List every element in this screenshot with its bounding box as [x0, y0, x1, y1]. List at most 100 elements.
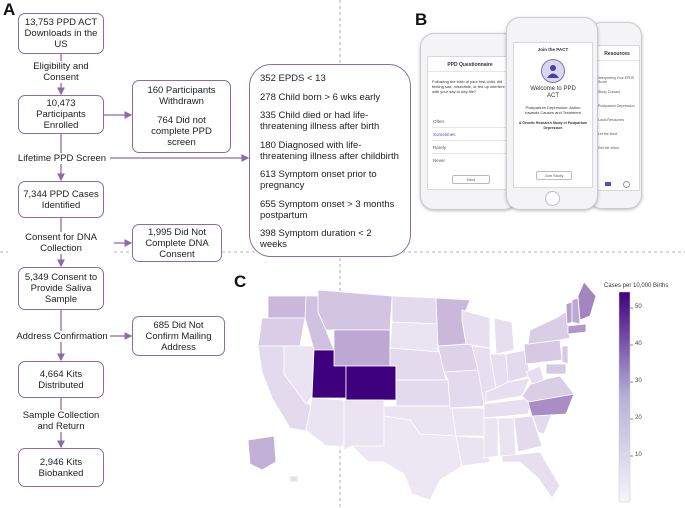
next-button[interactable]: Next: [452, 175, 490, 184]
legend-tick: 10: [635, 452, 642, 458]
state-md: [545, 363, 567, 375]
questionnaire-question: Following the birth of your first child,…: [432, 79, 505, 94]
resource-item[interactable]: Study Contact: [598, 90, 620, 94]
legend-tick: 20: [635, 415, 642, 421]
divider: [432, 127, 510, 128]
home-button[interactable]: [545, 191, 560, 206]
exclusion-criteria-box: 352 EPDS < 13 278 Child born > 6 wks ear…: [249, 64, 411, 257]
step-eligibility: Eligibility and Consent: [22, 61, 100, 83]
flow-box-downloads: 13,753 PPD ACT Downloads in the US: [18, 13, 104, 54]
phone-left-screen: PPD Questionnaire Following the birth of…: [427, 56, 513, 190]
resource-item[interactable]: Interpreting Your EPDS Score: [598, 76, 635, 84]
legend-colorbar: [618, 291, 633, 503]
panel-label-c: C: [234, 272, 247, 291]
exclusion-item: 180 Diagnosed with life-threatening illn…: [260, 139, 399, 162]
legend-tick: 50: [635, 304, 642, 310]
side-box-dna: 1,995 Did Not Complete DNA Consent: [132, 224, 222, 262]
resource-item[interactable]: Local Resources: [598, 118, 625, 122]
join-pact-header: Join the PACT: [537, 47, 569, 52]
incomplete-screen-count: 764 Did not complete PPD screen: [151, 115, 212, 148]
answer-option[interactable]: Never: [433, 158, 446, 163]
answer-option[interactable]: Often: [433, 119, 445, 124]
resources-header: Resources: [604, 51, 630, 57]
study-description: A Genetic Research Study of Postpartum D…: [518, 121, 588, 130]
state-fl: [501, 451, 561, 499]
state-nh: [571, 297, 581, 325]
flow-box-cases: 7,344 PPD Cases Identified: [18, 181, 104, 218]
tab-bar-icon[interactable]: [623, 181, 630, 188]
state-ga: [513, 415, 543, 453]
state-mt: [317, 289, 393, 331]
state-ne: [389, 347, 447, 381]
resource-item[interactable]: Get the Word: [598, 146, 619, 150]
state-wy: [333, 329, 391, 367]
answer-option[interactable]: Rarely: [433, 145, 447, 150]
state-mi: [493, 317, 515, 355]
state-co: [345, 365, 397, 401]
state-wa: [267, 295, 307, 319]
divider: [432, 153, 510, 154]
panel-label-b: B: [415, 10, 428, 29]
tab-bar-icon[interactable]: [605, 182, 611, 186]
phone-center: Join the PACT Welcome to PPD ACT Postpar…: [506, 17, 598, 210]
exclusion-item: 335 Child died or had life-threatening i…: [260, 110, 380, 132]
state-nv: [283, 345, 315, 405]
flow-box-consent: 5,349 Consent to Provide Saliva Sample: [18, 267, 104, 310]
step-dna-consent: Consent for DNA Collection: [8, 232, 114, 254]
state-ks: [395, 379, 451, 407]
state-wv: [525, 365, 545, 385]
answer-option[interactable]: Sometimes: [433, 132, 456, 137]
withdrawn-count: 160 Participants Withdrawn: [147, 85, 216, 107]
legend-title: Cases per 10,000 Births: [604, 283, 669, 289]
divider: [428, 71, 512, 72]
exclusion-item: 655 Symptom onset > 3 months postpartum: [260, 198, 395, 221]
step-sample-collection: Sample Collection and Return: [16, 410, 106, 432]
state-me: [577, 281, 597, 321]
divider: [595, 60, 639, 61]
state-hi: [289, 475, 299, 483]
state-mo: [443, 369, 487, 409]
state-ar: [451, 407, 485, 437]
exclusion-item: 613 Symptom onset prior to pregnancy: [260, 169, 377, 191]
exclusion-item: 398 Symptom duration < 2 weeks: [260, 228, 372, 250]
state-nd: [391, 295, 439, 325]
resource-item[interactable]: Let the Bout: [598, 132, 617, 136]
step-address: Address Confirmation: [14, 331, 110, 342]
flow-box-biobanked: 2,946 Kits Biobanked: [18, 448, 104, 487]
panel-label-a: A: [3, 0, 16, 19]
state-al: [497, 417, 517, 459]
state-az: [305, 397, 345, 447]
resource-item[interactable]: Postpartum Depression: [598, 104, 635, 108]
state-vt: [565, 301, 573, 325]
side-box-address: 685 Did Not Confirm Mailing Address: [132, 316, 225, 356]
welcome-title: Welcome to PPD ACT: [530, 86, 576, 99]
join-study-button[interactable]: Join Study: [536, 171, 572, 180]
divider: [432, 140, 510, 141]
state-nm: [343, 399, 385, 451]
state-ak: [247, 435, 277, 471]
side-box-withdrawn: 160 Participants Withdrawn 764 Did not c…: [132, 80, 231, 153]
state-sd: [389, 321, 439, 353]
flow-box-enrolled: 10,473 Participants Enrolled: [18, 95, 104, 134]
step-ppd-screen: Lifetime PPD Screen: [14, 153, 110, 164]
exclusion-item: 278 Child born > 6 wks early: [260, 91, 381, 103]
phone-center-screen: Join the PACT Welcome to PPD ACT Postpar…: [513, 42, 593, 188]
legend-tick: 30: [635, 378, 642, 384]
state-or: [257, 317, 306, 347]
logo-figure-icon: [547, 65, 559, 78]
ppd-act-logo: [541, 59, 565, 83]
exclusion-item: 352 EPDS < 13: [260, 73, 326, 84]
welcome-subtitle: Postpartum Depression: Action towards Ca…: [525, 105, 581, 115]
flow-box-kits-distributed: 4,664 Kits Distributed: [18, 361, 104, 398]
state-wi: [461, 309, 491, 349]
questionnaire-header: PPD Questionnaire: [447, 62, 493, 68]
legend-tick: 40: [635, 341, 642, 347]
state-ny: [527, 311, 571, 345]
state-nj: [561, 345, 569, 365]
state-tn: [483, 397, 533, 419]
state-la: [455, 435, 491, 467]
state-tx: [351, 415, 463, 501]
state-ma: [567, 323, 587, 335]
state-ms: [483, 417, 499, 459]
